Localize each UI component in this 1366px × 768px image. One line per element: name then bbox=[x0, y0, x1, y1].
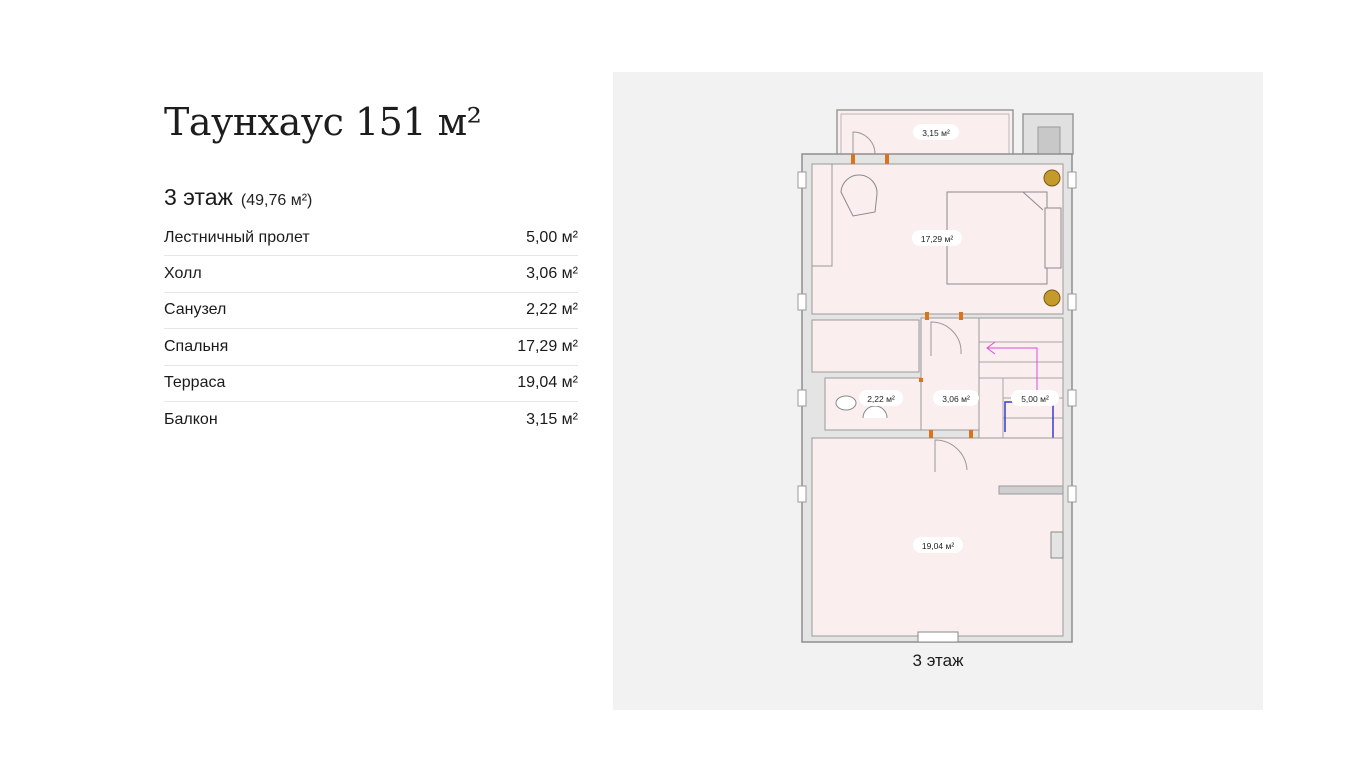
hall-door-swing bbox=[930, 321, 962, 356]
terrace-area-label: 19,04 м² bbox=[922, 541, 954, 551]
stairs-area-label: 5,00 м² bbox=[1021, 394, 1049, 404]
room-area: 19,04 м² bbox=[517, 374, 578, 392]
floor-name: 3 этаж bbox=[164, 184, 233, 210]
terrace-window bbox=[917, 631, 959, 643]
page-title: Таунхаус 151 м² bbox=[164, 100, 482, 144]
terrace-door-swing bbox=[934, 439, 968, 472]
list-item: Спальня 17,29 м² bbox=[164, 329, 578, 366]
armchair-icon bbox=[840, 174, 878, 217]
floor-heading: 3 этаж (49,76 м²) bbox=[164, 184, 312, 211]
room-name: Санузел bbox=[164, 301, 227, 319]
storage-room bbox=[811, 319, 920, 373]
bed-sheet-fold bbox=[1022, 191, 1044, 211]
wardrobe bbox=[811, 163, 833, 267]
hall-area-label: 3,06 м² bbox=[942, 394, 970, 404]
room-name: Лестничный пролет bbox=[164, 228, 310, 246]
list-item: Лестничный пролет 5,00 м² bbox=[164, 220, 578, 257]
list-item: Санузел 2,22 м² bbox=[164, 293, 578, 330]
room-area: 2,22 м² bbox=[526, 301, 578, 319]
room-list: Лестничный пролет 5,00 м² Холл 3,06 м² Сан… bbox=[164, 220, 578, 437]
room-area: 3,06 м² bbox=[526, 265, 578, 283]
list-item: Терраса 19,04 м² bbox=[164, 366, 578, 402]
room-area: 5,00 м² bbox=[526, 228, 578, 246]
floor-plan-drawing: 3,15 м² 17,29 м² 2,22 м² 3,06 м² 5,00 м²… bbox=[797, 109, 1077, 643]
room-name: Терраса bbox=[164, 374, 226, 392]
room-area: 3,15 м² bbox=[526, 410, 578, 428]
plan-caption: 3 этаж bbox=[912, 651, 964, 670]
floor-total-area: (49,76 м²) bbox=[240, 192, 313, 209]
room-name: Холл bbox=[164, 265, 202, 283]
windows bbox=[797, 171, 1077, 503]
room-name: Спальня bbox=[164, 337, 229, 355]
stair-wall bbox=[998, 485, 1064, 495]
list-item: Холл 3,06 м² bbox=[164, 256, 578, 293]
list-item: Балкон 3,15 м² bbox=[164, 402, 578, 437]
toilet-icon bbox=[835, 395, 857, 411]
radiator-icon bbox=[1043, 289, 1061, 307]
arrow-head-icon bbox=[986, 341, 996, 355]
balcony-door-swing bbox=[852, 131, 876, 155]
bathroom-area-label: 2,22 м² bbox=[867, 394, 895, 404]
room-area: 17,29 м² bbox=[517, 337, 578, 355]
fireplace-icon bbox=[1050, 531, 1064, 559]
area-labels: 3,15 м² 17,29 м² 2,22 м² 3,06 м² 5,00 м²… bbox=[859, 124, 1059, 553]
radiator-icon bbox=[1043, 169, 1061, 187]
room-name: Балкон bbox=[164, 410, 218, 428]
floor-plan-panel: 3,15 м² 17,29 м² 2,22 м² 3,06 м² 5,00 м²… bbox=[613, 72, 1263, 710]
door-markers bbox=[851, 154, 973, 438]
bedroom-area-label: 17,29 м² bbox=[921, 234, 953, 244]
chimney-flue bbox=[1037, 126, 1061, 155]
hall-room bbox=[920, 317, 980, 431]
bed-icon bbox=[946, 191, 1048, 285]
bed-headboard bbox=[1044, 207, 1062, 269]
stair-direction-arrow bbox=[988, 347, 1038, 402]
balcony-area-label: 3,15 м² bbox=[922, 128, 950, 138]
